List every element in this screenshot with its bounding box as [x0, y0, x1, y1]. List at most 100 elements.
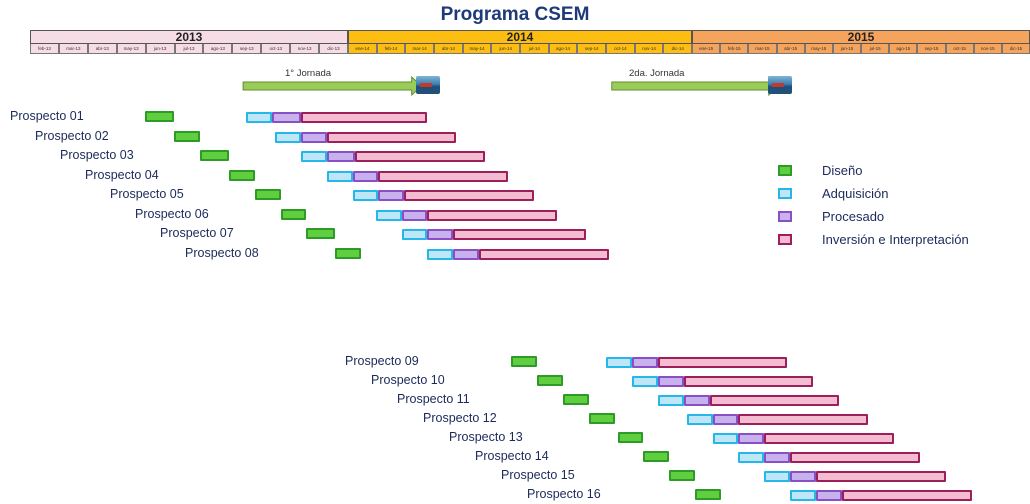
legend-label-inversion: Inversión e Interpretación — [822, 232, 969, 247]
month-jul-15: jul-15 — [861, 44, 890, 54]
bar-proc — [816, 490, 843, 501]
bar-inv — [764, 433, 894, 444]
bar-proc — [738, 433, 765, 444]
bar-adq — [606, 357, 632, 368]
bar-proc — [326, 151, 356, 162]
bar-diseno — [280, 208, 307, 220]
bar-proc — [352, 170, 379, 182]
bar-adq — [790, 490, 817, 501]
bar-diseno — [335, 247, 362, 259]
prospect-label: Prospecto 09 — [345, 354, 419, 368]
bar-diseno — [510, 356, 537, 367]
month-ene-15: ene-15 — [692, 44, 721, 54]
year-band-2013: 2013 — [30, 30, 348, 44]
month-jun-15: jun-15 — [832, 44, 862, 54]
bar-proc — [378, 190, 405, 201]
bar-proc — [300, 131, 327, 143]
bar-adq — [657, 395, 684, 406]
bar-diseno — [588, 413, 615, 424]
legend-swatch-inversion — [778, 234, 792, 245]
prospect-label: Prospecto 02 — [35, 128, 109, 143]
bar-inv — [427, 209, 558, 221]
month-feb-14: feb-14 — [376, 44, 406, 54]
bar-inv — [453, 229, 586, 240]
prospect-label: Prospecto 12 — [423, 411, 497, 425]
month-nov-14: nov-14 — [634, 44, 664, 54]
legend-label-diseno: Diseño — [822, 163, 863, 178]
bar-adq — [375, 209, 402, 221]
prospect-label: Prospecto 06 — [135, 206, 209, 221]
bar-proc — [453, 248, 480, 260]
bar-proc — [631, 357, 658, 368]
month-abr-13: abr-13 — [87, 44, 117, 54]
legend-swatch-adquisicion — [778, 188, 792, 199]
bar-diseno — [562, 394, 589, 405]
prospect-label: Prospecto 07 — [160, 226, 234, 240]
bar-proc — [427, 229, 454, 240]
month-dic-14: dic-14 — [663, 44, 693, 54]
bar-inv — [355, 151, 486, 162]
prospect-label: Prospecto 05 — [110, 187, 184, 201]
month-sep-13: sep-13 — [232, 44, 262, 54]
bar-inv — [816, 471, 946, 482]
bar-proc — [271, 112, 301, 123]
bar-inv — [378, 170, 509, 182]
bar-inv — [657, 357, 788, 368]
bar-proc — [401, 209, 428, 221]
bar-adq — [738, 452, 765, 463]
legend-label-procesado: Procesado — [822, 209, 885, 224]
month-dic-13: dic-13 — [319, 44, 348, 54]
bar-inv — [709, 395, 840, 406]
prospect-label: Prospecto 15 — [501, 468, 575, 482]
month-dic-15: dic-15 — [1001, 44, 1030, 54]
bar-diseno — [669, 470, 696, 481]
bar-diseno — [228, 169, 255, 181]
bar-diseno — [695, 489, 722, 500]
month-abr-14: abr-14 — [434, 44, 463, 54]
year-band-2015: 2015 — [692, 30, 1030, 44]
jornada-2-label: 2da. Jornada — [629, 68, 685, 79]
bar-diseno — [254, 189, 281, 200]
month-may-14: may-14 — [462, 44, 492, 54]
bar-adq — [246, 112, 272, 123]
jornada-arrow-1 — [242, 75, 423, 97]
legend-swatch-diseno — [778, 165, 792, 176]
prospect-label: Prospecto 03 — [60, 148, 134, 162]
bar-adq — [326, 170, 353, 182]
bar-inv — [683, 376, 814, 387]
bar-adq — [401, 229, 428, 240]
bar-inv — [479, 248, 609, 260]
legend-label-adquisicion: Adquisición — [822, 186, 889, 201]
month-ago-13: ago-13 — [203, 44, 233, 54]
bar-adq — [712, 433, 739, 444]
bar-diseno — [174, 130, 200, 142]
prospect-label: Prospecto 11 — [397, 392, 470, 406]
bar-adq — [427, 248, 454, 260]
bar-adq — [631, 376, 658, 387]
month-oct-15: oct-15 — [945, 44, 974, 54]
bar-diseno — [643, 451, 670, 462]
month-mar-15: mar-15 — [748, 44, 777, 54]
chart-title: Programa CSEM — [440, 4, 590, 25]
legend-swatch-procesado — [778, 211, 792, 222]
prospect-label: Prospecto 16 — [527, 487, 601, 501]
prospect-label: Prospecto 04 — [85, 167, 159, 182]
prospect-label: Prospecto 08 — [185, 245, 259, 260]
bar-adq — [274, 131, 301, 143]
bar-adq — [352, 190, 379, 201]
bar-diseno — [199, 150, 229, 161]
month-feb-13: feb-13 — [30, 44, 59, 54]
prospect-label: Prospecto 14 — [475, 449, 549, 463]
bar-proc — [790, 471, 817, 482]
month-ene-14: ene-14 — [348, 44, 377, 54]
year-band-2014: 2014 — [348, 30, 692, 44]
bar-adq — [300, 151, 327, 162]
bar-adq — [686, 414, 713, 425]
month-nov-13: nov-13 — [290, 44, 320, 54]
prospect-label: Prospecto 10 — [371, 373, 445, 387]
month-ago-15: ago-15 — [889, 44, 918, 54]
month-abr-15: abr-15 — [776, 44, 805, 54]
bar-inv — [738, 414, 869, 425]
